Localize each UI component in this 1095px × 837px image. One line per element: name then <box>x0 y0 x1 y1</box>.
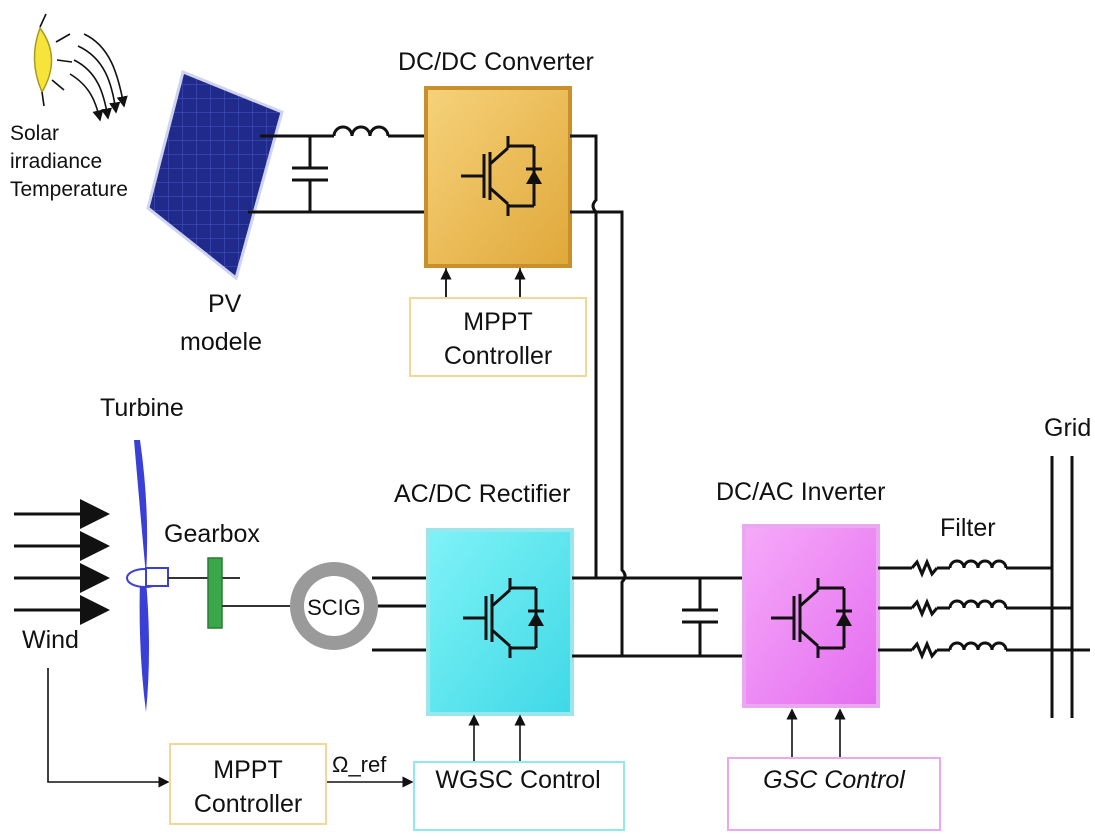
mppt-top-label-2: Controller <box>444 342 552 370</box>
pv-label-2: modele <box>180 328 262 356</box>
capacitor-icon <box>682 578 718 656</box>
mppt-bottom-label-1: MPPT <box>213 756 282 784</box>
dcac-title: DC/AC Inverter <box>716 478 885 506</box>
filter-label: Filter <box>940 514 996 542</box>
inductor-icon <box>332 125 390 137</box>
sun-icon <box>33 13 128 122</box>
dcdc-converter-block <box>424 86 572 268</box>
gearbox-icon <box>168 557 290 629</box>
turbine-icon <box>126 440 169 712</box>
grid-bus <box>1050 456 1074 718</box>
dcac-inverter-block <box>742 524 880 708</box>
wind-label: Wind <box>22 626 79 654</box>
acdc-title: AC/DC Rectifier <box>394 480 570 508</box>
gsc-control-label: GSC Control <box>763 766 906 794</box>
wgsc-control-box <box>413 761 625 831</box>
mppt-top-box <box>409 297 587 377</box>
turbine-label: Turbine <box>100 394 184 422</box>
inductor-icon <box>878 640 1090 660</box>
scig-label: SCIG <box>307 595 361 620</box>
mppt-bottom-box <box>169 743 327 825</box>
generator-icon <box>290 562 378 650</box>
solar-label-3: Temperature <box>10 178 128 201</box>
omega-ref-label: Ω_ref <box>332 752 387 777</box>
mppt-top-label-1: MPPT <box>463 308 532 336</box>
pv-label-1: PV <box>208 290 242 318</box>
gearbox-label: Gearbox <box>164 520 260 548</box>
dc-link-wiring <box>570 134 627 656</box>
capacitor-icon <box>292 136 328 212</box>
dc-bus-wiring <box>572 576 744 658</box>
inductor-icon <box>878 558 1052 578</box>
solar-label-1: Solar <box>10 122 59 145</box>
pv-panel-icon <box>146 69 284 281</box>
dcdc-title: DC/DC Converter <box>398 48 594 76</box>
pv-wiring <box>248 125 430 214</box>
acdc-rectifier-block <box>426 528 574 716</box>
wind-signal-line <box>47 668 414 788</box>
gsc-control-box <box>727 757 941 831</box>
solar-label-2: irradiance <box>10 150 102 173</box>
wgsc-control-label: WGSC Control <box>435 766 600 794</box>
filter-wiring <box>878 558 1090 660</box>
inductor-icon <box>878 598 1072 618</box>
wind-arrows <box>14 499 110 625</box>
scig-wiring <box>372 576 430 652</box>
mppt-bottom-label-2: Controller <box>194 790 302 818</box>
grid-label: Grid <box>1044 414 1091 442</box>
